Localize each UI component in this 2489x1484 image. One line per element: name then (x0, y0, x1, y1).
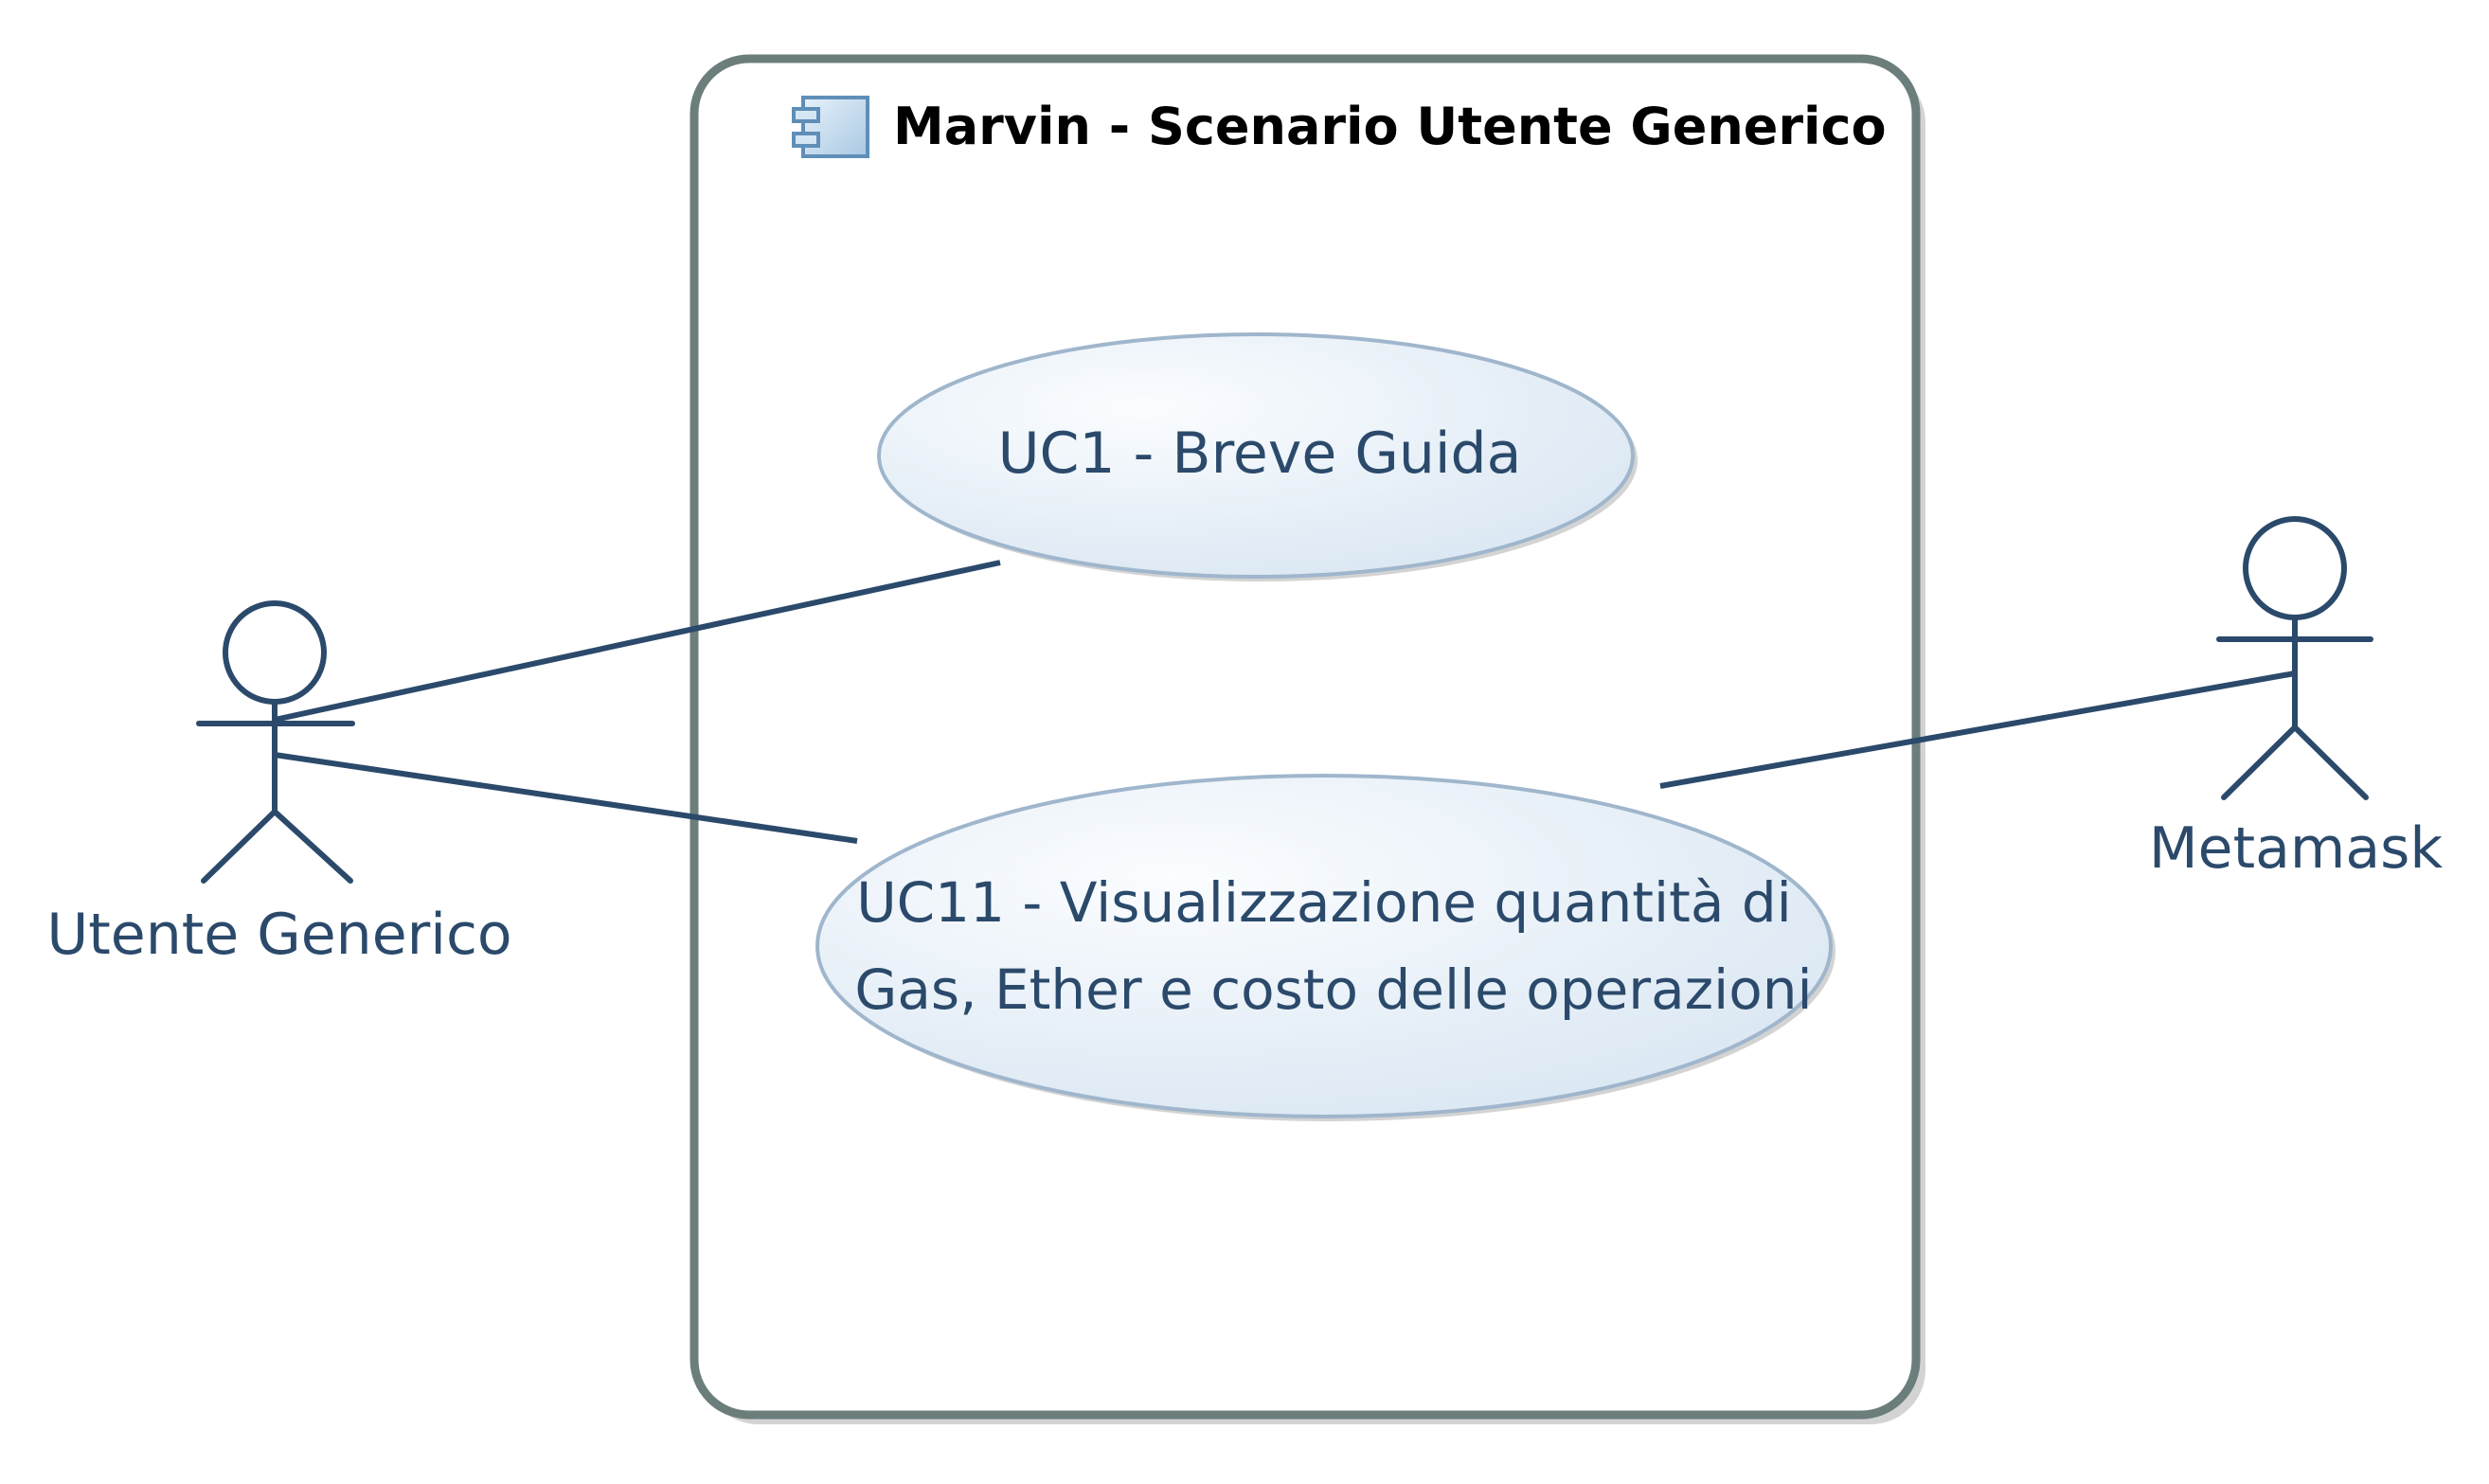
actor-metamask-label: Metamask (2149, 815, 2443, 882)
actor-icon (2216, 516, 2373, 800)
association-metamask-uc11 (1659, 670, 2296, 789)
use-case-uc1-label: UC1 - Breve Guida (998, 420, 1522, 487)
system-title: Marvin - Scenario Utente Generico (893, 97, 1887, 156)
use-case-uc11[interactable]: UC11 - Visualizzazione quantità di Gas, … (815, 774, 1835, 1121)
component-icon (792, 96, 869, 158)
actor-icon (196, 600, 355, 884)
system-boundary-frame (689, 54, 1921, 1420)
use-case-uc11-label-line1: UC11 - Visualizzazione quantità di (856, 870, 1792, 935)
use-case-ellipse (815, 774, 1833, 1118)
association-utente-uc1 (274, 560, 1001, 723)
use-case-ellipse (877, 332, 1635, 579)
system-boundary: Marvin - Scenario Utente Generico (689, 54, 1925, 1424)
association-utente-uc11 (274, 752, 858, 844)
use-case-uc11-label-line2: Gas, Ether e costo delle operazioni (854, 957, 1812, 1022)
actor-metamask[interactable]: Metamask (2149, 516, 2443, 882)
actor-utente-generico-label: Utente Generico (46, 902, 511, 968)
actor-utente-generico[interactable]: Utente Generico (46, 600, 512, 968)
use-case-uc1[interactable]: UC1 - Breve Guida (877, 332, 1638, 581)
associations (274, 560, 2296, 844)
